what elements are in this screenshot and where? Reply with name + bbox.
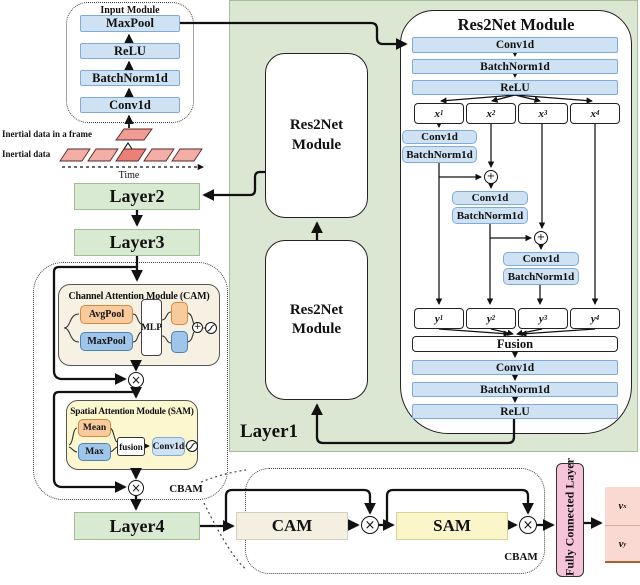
branch2-conv1d: Conv1d [452,191,528,205]
branch3-conv1d: Conv1d [503,252,579,266]
input-maxpool-box: MaxPool [80,15,180,32]
branch1-conv1d: Conv1d [402,130,477,144]
layer3-box: Layer3 [74,229,200,256]
merge-y4-label: y [590,312,596,325]
cam-channel-weight-b [171,331,188,353]
split-x1-label: x [434,107,441,120]
add-icon: + [484,170,498,184]
cam-avgpool-box: AvgPool [80,305,133,324]
sam-max-box: Max [78,443,111,461]
res2net-module2-box: Res2Net Module [265,240,368,400]
layer4-box: Layer4 [74,512,200,540]
sigmoid-icon [205,322,217,334]
cam-module-title: Channel Attention Module (CAM) [68,290,210,302]
sam-module-title: Spatial Attention Module (SAM) [70,407,194,417]
multiply-icon: × [128,480,144,496]
detail-head-batchnorm: BatchNorm1d [412,59,618,74]
branch1-batchnorm: BatchNorm1d [402,146,477,163]
add-icon: + [534,231,548,245]
fully-connected-layer-box: Fully Connected Layer [556,458,584,577]
detail-head-conv1d: Conv1d [412,37,618,53]
branch3-batchnorm: BatchNorm1d [503,268,579,285]
fully-connected-layer-label: Fully Connected Layer [562,458,577,576]
layer2-box: Layer2 [74,183,200,210]
cam-channel-weight-a [171,302,188,325]
cbam-bottom-label: CBAM [504,550,538,563]
add-icon: + [192,322,203,333]
merge-y1-label: y [434,312,440,325]
merge-y2-label: y [486,312,492,325]
input-conv1d-box: Conv1d [80,97,180,113]
sam-mean-box: Mean [78,419,111,437]
split-x2-label: x [486,107,493,120]
res2net-module1-box: Res2Net Module [265,53,368,218]
detail-tail-relu: ReLU [412,404,618,419]
input-relu-box: ReLU [80,43,180,59]
multiply-icon: × [519,516,537,534]
inertial-data-label: Inertial data [2,149,51,159]
cam-maxpool-box: MaxPool [80,332,133,351]
merge-y3-label: y [538,312,544,325]
frame-label: Inertial data in a frame [2,129,92,139]
fusion-box: Fusion [412,336,618,352]
detail-tail-conv1d: Conv1d [412,360,618,375]
multiply-icon: × [361,516,379,534]
layer1-label: Layer1 [240,421,299,442]
split-x4-label: x [590,107,597,120]
sigmoid-icon [186,440,198,452]
res2net-detail-title: Res2Net Module [457,15,575,34]
input-module-title: Input Module [100,4,160,16]
sam-conv1d-box: Conv1d [152,437,185,456]
sam-fusion-box: fusion [117,437,145,456]
split-x3-label: x [538,107,545,120]
bottom-cam-box: CAM [236,512,348,540]
cam-mlp-box: MLP [141,299,162,356]
branch2-batchnorm: BatchNorm1d [452,207,528,224]
detail-head-relu: ReLU [412,80,618,95]
cbam-top-label: CBAM [169,482,203,495]
detail-tail-batchnorm: BatchNorm1d [412,382,618,397]
input-batchnorm-box: BatchNorm1d [80,70,180,86]
bottom-sam-box: SAM [396,512,508,540]
multiply-icon: × [128,372,144,388]
time-label: Time [118,169,140,181]
